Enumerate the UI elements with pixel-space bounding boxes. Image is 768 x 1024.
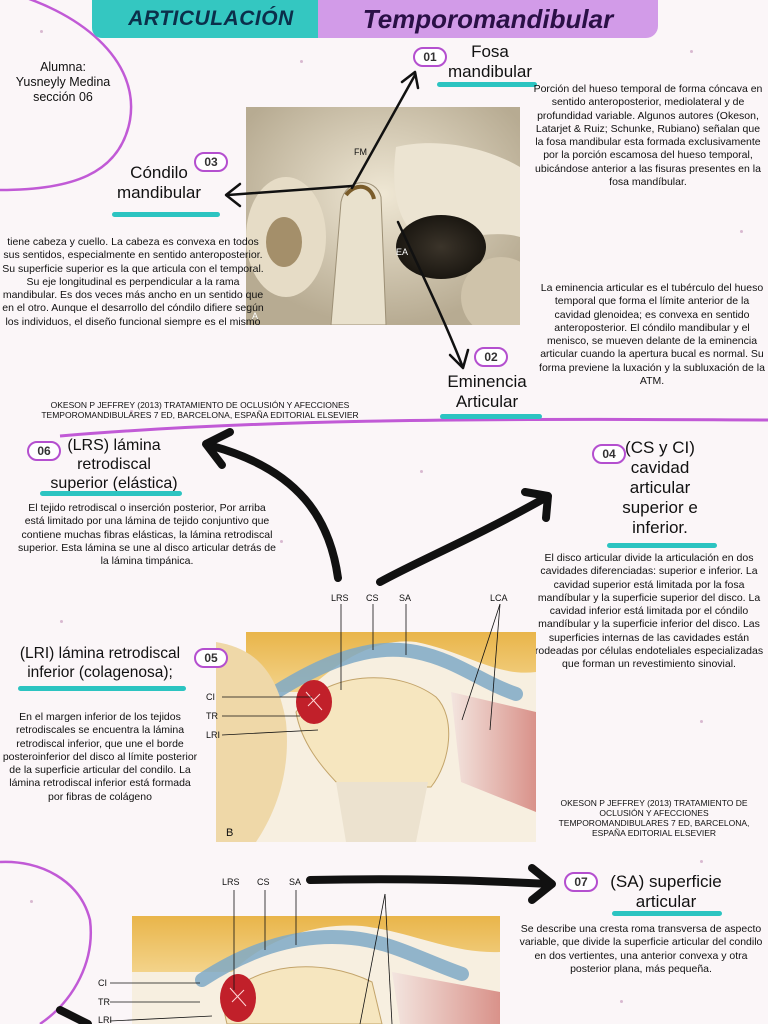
section-04-title: (CS y CI) cavidad articular superior e i… [605,438,715,538]
section-04-underline [607,543,717,548]
reference-2: OKESON P JEFFREY (2013) TRATAMIENTO DE O… [558,798,750,838]
section-04-title-line1: (CS y CI) [625,438,695,457]
section-03-number: 03 [194,152,228,172]
section-07-text: Se describe una cresta roma transversa d… [519,923,763,975]
tmj-bone-photo: FM EA A [246,107,520,325]
reference-1: OKESON P JEFFREY (2013) TRATAMIENTO DE O… [41,400,359,420]
section-02-text: La eminencia articular es el tubérculo d… [539,282,765,388]
section-04-title-line4: superior e [622,498,698,517]
tmj-diagram-bottom [132,902,500,1024]
section-02-title: Eminencia Articular [438,372,536,412]
section-05-title-line2: inferior (colagenosa); [27,664,173,681]
figure2-label-b: B [226,827,233,839]
section-06-title: (LRS) lámina retrodiscal superior (elást… [44,436,184,493]
section-07-title-line1: (SA) superficie [610,872,722,891]
label-fm: FM [354,147,367,157]
student-name: Yusneyly Medina [15,75,111,89]
section-02-title-line1: Eminencia [447,372,527,391]
section-01-title-line1: Fosa [471,42,509,61]
section-04-text: El disco articular divide la articulació… [534,552,764,671]
section-07-title-line2: articular [635,892,697,911]
section-05-number: 05 [194,648,228,668]
section-07-underline [612,911,722,916]
section-04-title-line2: cavidad [630,458,690,477]
section-04-number: 04 [592,444,626,464]
student-section: sección 06 [33,90,93,104]
section-01-underline [437,82,537,87]
section-06-underline [40,491,182,496]
section-03-underline [112,212,220,217]
section-01-number: 01 [413,47,447,67]
section-01-text: Porción del hueso temporal de forma cónc… [533,83,763,189]
section-07-number: 07 [564,872,598,892]
section-03-text: tiene cabeza y cuello. La cabeza es conv… [2,236,264,328]
section-06-text: El tejido retrodiscal o inserción poster… [18,502,276,568]
section-04-title-line3: articular [629,478,691,497]
section-02-underline [440,414,542,419]
section-03-title-line2: mandibular [116,183,202,202]
section-02-title-line2: Articular [455,392,519,411]
section-05-title: (LRI) lámina retrodiscal inferior (colag… [10,644,190,682]
section-03-title: Cóndilo mandibular [100,163,218,203]
section-05-title-line1: (LRI) lámina retrodiscal [19,645,181,662]
section-04-title-line5: inferior. [632,518,688,537]
section-07-title: (SA) superficie articular [596,872,736,912]
section-01-title-line2: mandibular [447,62,533,81]
section-06-number: 06 [27,441,61,461]
tmj-diagram-b: B [216,582,536,842]
section-06-title-line3: superior (elástica) [50,475,178,492]
section-02-number: 02 [474,347,508,367]
label-a: A [252,311,258,321]
title-part-1: ARTICULACIÓN [92,0,330,38]
section-03-title-line1: Cóndilo [130,163,188,182]
section-05-text: En el margen inferior de los tejidos ret… [2,711,198,803]
student-label: Alumna: [40,60,86,74]
section-01-title: Fosa mandibular [440,42,540,82]
section-06-title-line2: retrodiscal [77,456,151,473]
student-info: Alumna: Yusneyly Medina sección 06 [2,60,124,105]
label-ea: EA [396,247,408,257]
section-05-underline [18,686,186,691]
title-part-2: Temporomandibular [318,0,658,38]
section-06-title-line1: (LRS) lámina [67,437,161,454]
